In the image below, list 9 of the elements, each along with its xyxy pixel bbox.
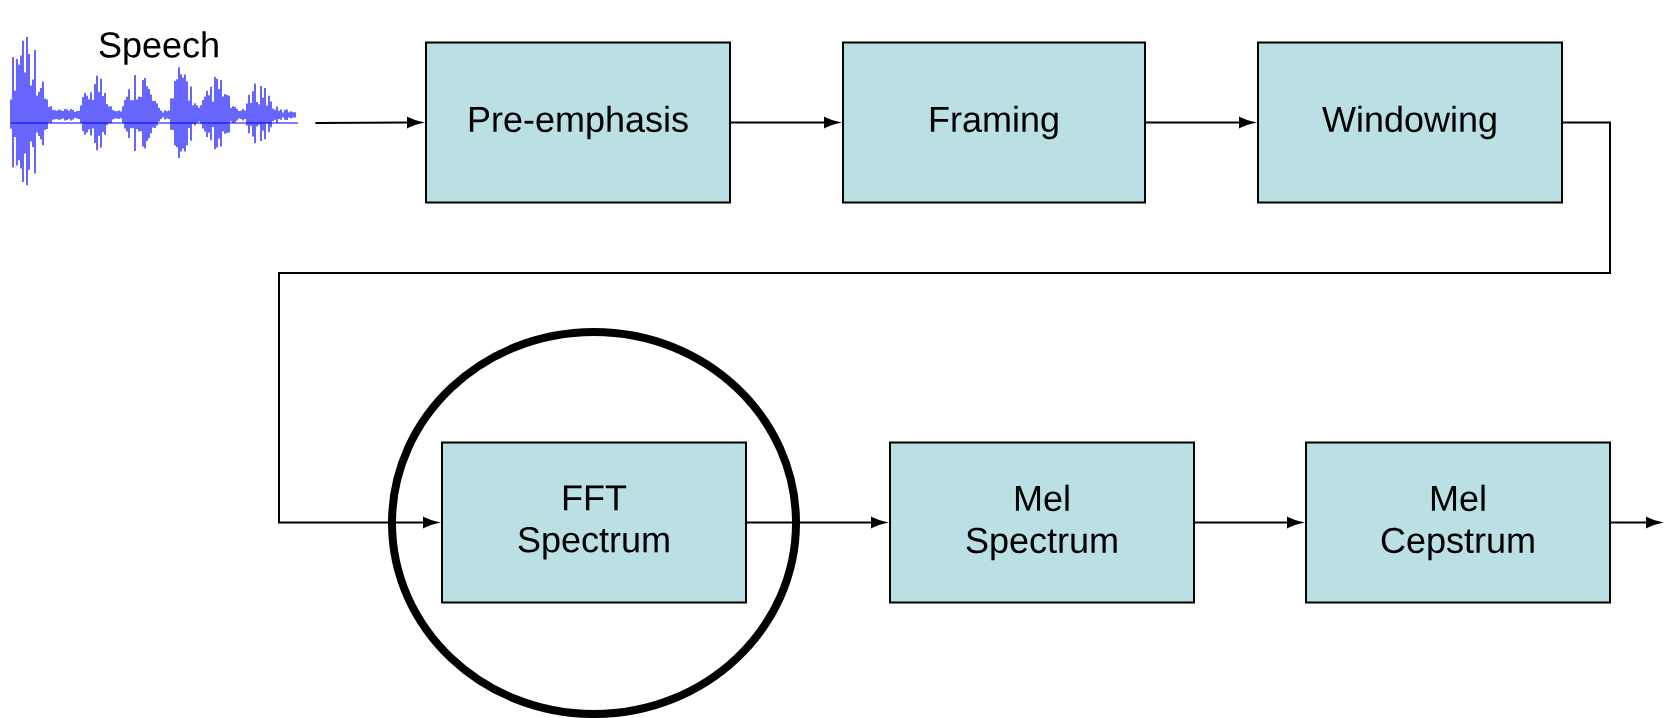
process-box: Framing [842, 41, 1146, 204]
process-box: Mel Cepstrum [1305, 441, 1611, 604]
process-box: FFT Spectrum [441, 441, 747, 604]
process-box: Pre-emphasis [425, 41, 731, 204]
process-box: Mel Spectrum [889, 441, 1195, 604]
speech-waveform: Speech [10, 29, 299, 186]
highlight-circle [388, 328, 800, 718]
process-box: Windowing [1257, 41, 1563, 204]
arrow [278, 121, 1611, 528]
